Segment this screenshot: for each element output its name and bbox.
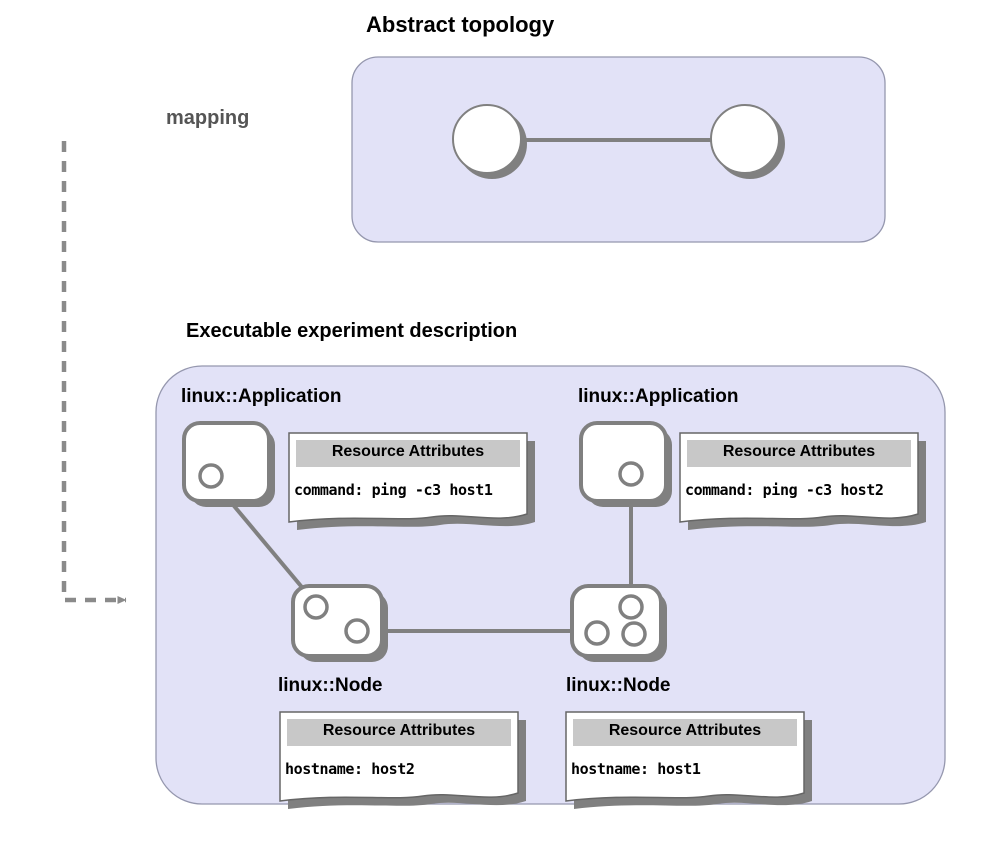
note-node-right-header: Resource Attributes xyxy=(608,722,762,739)
node-left-port-b-icon xyxy=(344,618,370,644)
app-right-box[interactable] xyxy=(579,421,668,503)
node-right-port-c-icon xyxy=(621,621,647,647)
note-node-right-header-band xyxy=(573,719,797,746)
abstract-node-right[interactable] xyxy=(710,104,780,174)
note-node-left-attribute: hostname: host2 xyxy=(285,760,415,778)
note-app-left-header: Resource Attributes xyxy=(331,443,485,460)
note-app-right-header-band xyxy=(687,440,911,467)
node-left-box[interactable] xyxy=(291,584,384,658)
note-node-left-header: Resource Attributes xyxy=(322,722,476,739)
note-app-left-header-band xyxy=(296,440,520,467)
mapping-connector xyxy=(61,141,127,604)
app-right-kind-label: linux::Application xyxy=(578,386,739,407)
note-app-left-attribute: command: ping -c3 host1 xyxy=(294,481,493,499)
note-app-right-header: Resource Attributes xyxy=(722,443,876,460)
app-left-box[interactable] xyxy=(182,421,271,503)
abstract-topology-panel xyxy=(351,56,886,243)
app-right-port-icon xyxy=(618,461,644,487)
node-right-kind-label: linux::Node xyxy=(566,675,671,696)
page-title-abstract-topology: Abstract topology xyxy=(366,12,555,37)
node-right-port-b-icon xyxy=(584,620,610,646)
node-right-box[interactable] xyxy=(570,584,663,658)
note-app-right-attribute: command: ping -c3 host2 xyxy=(685,481,884,499)
app-left-port-icon xyxy=(198,463,224,489)
app-left-kind-label: linux::Application xyxy=(181,386,342,407)
abstract-node-left[interactable] xyxy=(452,104,522,174)
page-title-executable-description: Executable experiment description xyxy=(186,320,518,342)
executable-panel xyxy=(155,365,946,805)
node-right-port-a-icon xyxy=(618,594,644,620)
mapping-label: mapping xyxy=(166,107,250,129)
node-left-port-a-icon xyxy=(303,594,329,620)
note-node-left-header-band xyxy=(287,719,511,746)
node-left-kind-label: linux::Node xyxy=(278,675,383,696)
note-node-right-attribute: hostname: host1 xyxy=(571,760,701,778)
